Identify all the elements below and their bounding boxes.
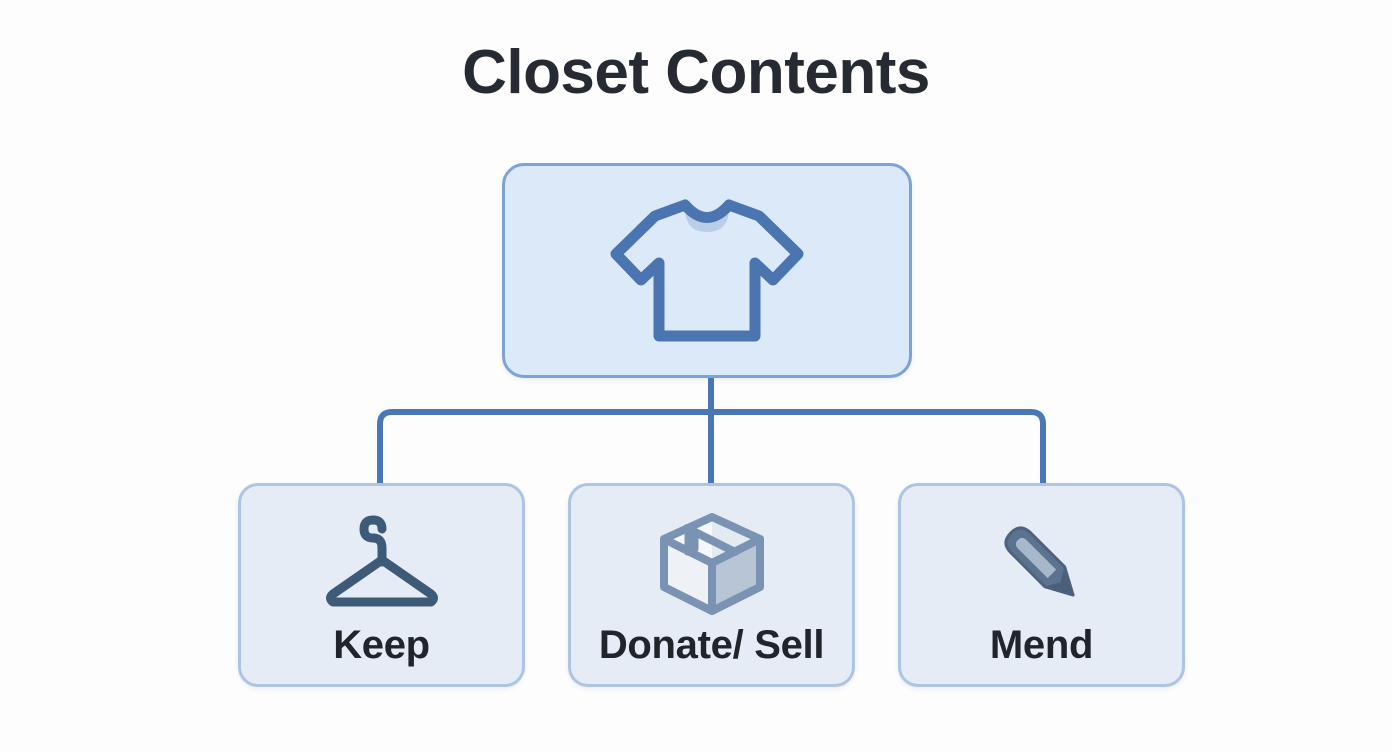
needle-icon (982, 511, 1102, 617)
node-label-mend: Mend (989, 623, 1094, 667)
node-card-donate-sell[interactable]: Donate/ Sell (568, 483, 855, 687)
node-card-keep[interactable]: Keep (238, 483, 525, 687)
connector-branch-right (711, 409, 1046, 483)
hanger-icon (322, 511, 442, 617)
page-title: Closet Contents (462, 38, 930, 107)
node-card-closet[interactable] (502, 163, 912, 378)
node-label-donate-sell: Donate/ Sell (598, 623, 825, 667)
node-label-keep: Keep (333, 623, 430, 667)
connector-branch-left (377, 409, 711, 483)
box-icon (652, 511, 772, 617)
tshirt-icon (602, 191, 812, 351)
node-card-mend[interactable]: Mend (898, 483, 1185, 687)
